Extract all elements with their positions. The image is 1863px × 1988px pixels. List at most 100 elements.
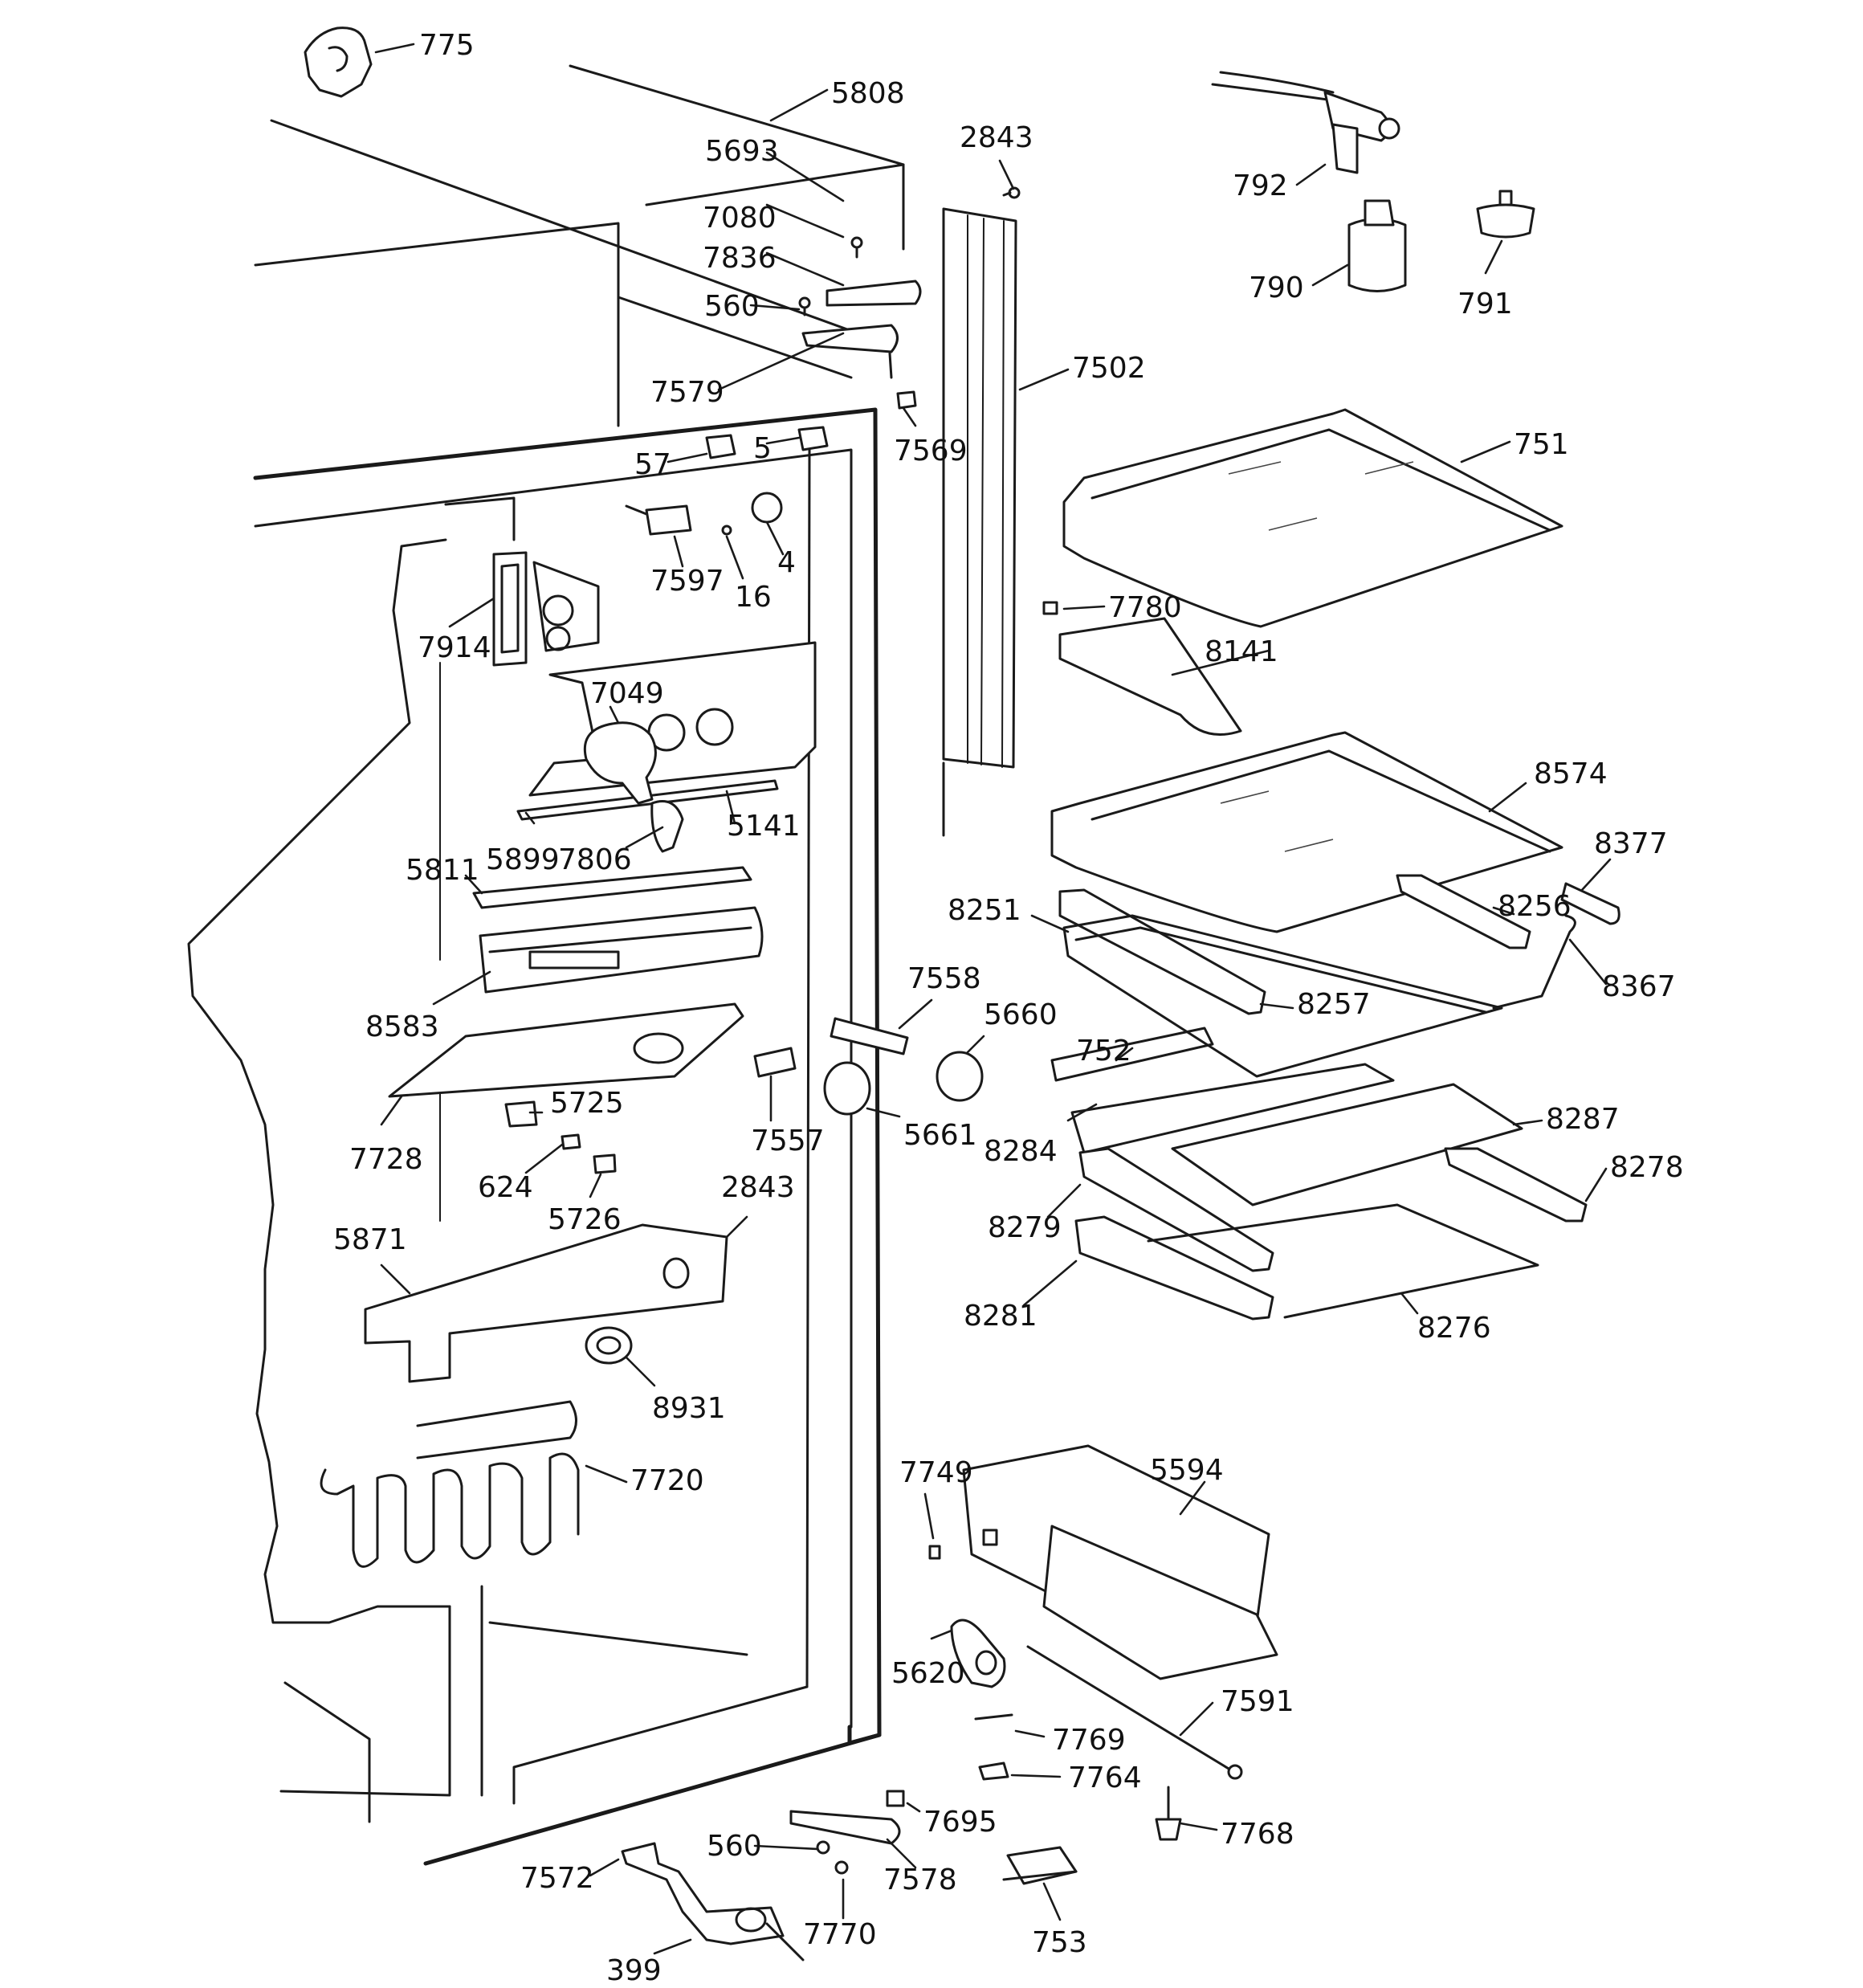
callout-8367: 8367 [1602,970,1676,1003]
callout-7769: 7769 [1052,1724,1126,1757]
callout-624: 624 [478,1171,533,1204]
screws-top [798,186,1021,410]
light-bulb [583,721,684,853]
socket [585,1326,633,1365]
callout-7914: 7914 [418,631,491,664]
callout-8287: 8287 [1546,1103,1620,1136]
callout-4: 4 [777,546,796,579]
water-valve [1211,71,1400,174]
callout-8278: 8278 [1610,1151,1684,1184]
crisper-parts [1050,1027,1588,1321]
callout-7768: 7768 [1221,1818,1294,1851]
callout-5899: 5899 [486,843,560,876]
callout-7695: 7695 [923,1806,997,1839]
switch-lower [1002,1846,1078,1885]
callout-7764: 7764 [1068,1761,1142,1794]
callout-8251: 8251 [948,894,1021,927]
shelf-middle [1050,731,1563,933]
callout-7728: 7728 [349,1143,423,1176]
mullion-strip [942,207,1017,837]
leader-lines [374,43,1612,1955]
shelf-trim [1042,601,1242,736]
callout-7578: 7578 [883,1863,957,1896]
callout-8583: 8583 [365,1010,439,1043]
callout-7770: 7770 [803,1918,877,1951]
callout-5693: 5693 [705,135,779,168]
callout-16: 16 [735,581,772,614]
callout-7579: 7579 [650,376,724,409]
small-screws-lower [928,1545,1182,1841]
cabinet-outline [187,64,905,1866]
callout-labels: 775 5808 5693 7080 7836 560 7579 2843 75… [333,29,1684,1987]
callout-5660: 5660 [984,998,1058,1031]
control-housing [492,551,600,667]
callout-7836: 7836 [703,242,777,275]
callout-7806: 7806 [558,843,632,876]
callout-7720: 7720 [630,1464,704,1497]
callout-8377: 8377 [1594,827,1668,860]
callout-7569: 7569 [894,435,968,467]
callout-792: 792 [1233,169,1288,202]
callout-790: 790 [1249,271,1304,304]
callout-399: 399 [606,1954,662,1987]
callout-5726: 5726 [548,1203,622,1236]
callout-2843-mid: 2843 [721,1171,795,1204]
callout-5811: 5811 [406,854,479,887]
callout-5871: 5871 [333,1223,407,1256]
callout-8276: 8276 [1417,1312,1491,1345]
callout-8931: 8931 [652,1392,726,1425]
light-switches [705,426,829,459]
control-trims [388,866,764,1098]
callout-8279: 8279 [988,1211,1062,1244]
callout-5620: 5620 [891,1657,965,1690]
callout-752: 752 [1076,1035,1131,1067]
callout-775: 775 [419,29,475,62]
callout-753: 753 [1032,1926,1087,1959]
water-filter [1347,199,1407,292]
heater-coil [320,1400,580,1568]
callout-7749: 7749 [899,1456,973,1489]
callout-560-top: 560 [704,290,760,323]
hinge-bottom [789,1790,905,1875]
small-clips [504,1100,617,1174]
callout-8281: 8281 [964,1300,1037,1333]
ice-dispenser-housing [962,1444,1278,1680]
callout-8574: 8574 [1534,757,1608,790]
callout-8284: 8284 [984,1135,1058,1168]
callout-5725: 5725 [550,1087,624,1120]
callout-7597: 7597 [650,565,724,598]
rollers [753,1017,984,1116]
callout-7049: 7049 [590,677,664,710]
callout-7502: 7502 [1072,352,1146,385]
callout-8257: 8257 [1297,988,1371,1021]
callout-8141: 8141 [1205,635,1278,668]
callout-751: 751 [1514,428,1569,461]
callout-7780: 7780 [1108,591,1182,624]
shelf-rails [1058,874,1620,1015]
callout-5594: 5594 [1150,1454,1224,1487]
callout-7558: 7558 [907,962,981,995]
callout-7080: 7080 [703,202,777,235]
callout-7591: 7591 [1221,1685,1294,1718]
light-housing [516,641,817,821]
callout-5661: 5661 [903,1119,977,1152]
damper-rod [1026,1645,1243,1780]
hinge-top [801,280,922,379]
filter-cap [1476,190,1535,239]
callout-5808: 5808 [831,77,905,110]
callout-5141: 5141 [727,810,801,843]
bracket [364,1223,728,1383]
callout-5: 5 [753,432,772,465]
door-closer [621,1842,805,1961]
callout-2843-top: 2843 [960,121,1033,154]
thermostat [625,492,783,536]
callout-7572: 7572 [520,1862,594,1895]
shelf-top [1062,408,1563,628]
callout-57: 57 [634,448,671,481]
shelf-frame [1062,914,1503,1078]
damper [950,1619,1006,1688]
callout-560-bottom: 560 [707,1830,762,1863]
callout-8256: 8256 [1498,890,1572,923]
hinge-cover [304,27,373,98]
